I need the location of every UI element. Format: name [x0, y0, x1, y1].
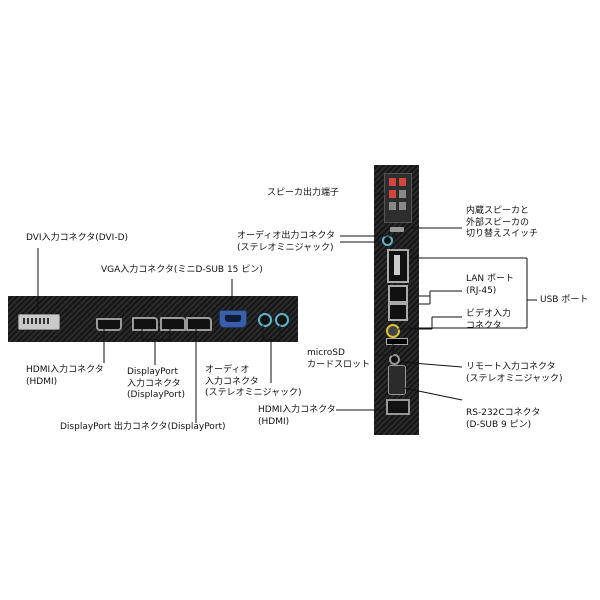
- lan-port: [388, 303, 408, 321]
- speaker-switch: [390, 227, 404, 232]
- speaker-terminal-block: [384, 173, 412, 223]
- displayport-out-label: DisplayPort 出力コネクタ(DisplayPort): [60, 422, 226, 432]
- lan-label: LAN ポート (RJ-45): [466, 274, 514, 296]
- vga-label: VGA入力コネクタ(ミニD-SUB 15 ピン): [101, 265, 263, 275]
- microsd-slot: [386, 338, 408, 345]
- speaker-switch-label: 内蔵スピーカと 外部スピーカの 切り替えスイッチ: [466, 206, 539, 239]
- rs232c-label: RS-232Cコネクタ (D-SUB 9 ピン): [466, 408, 541, 430]
- dvi-port: [18, 314, 60, 330]
- usb-port: [387, 249, 409, 283]
- displayport-out-port: [186, 317, 212, 331]
- remote-in-jack: [389, 354, 400, 365]
- dvi-label: DVI入力コネクタ(DVI-D): [26, 233, 129, 243]
- microsd-label: microSD カードスロット: [307, 348, 371, 370]
- audio-out-label: オーディオ出力コネクタ (ステレオミニジャック): [237, 231, 336, 253]
- displayport-in-label: DisplayPort 入力コネクタ (DisplayPort): [127, 367, 186, 400]
- rs232c-port: [388, 365, 406, 395]
- vga-port: [219, 310, 247, 328]
- video-in-label: ビデオ入力 コネクタ: [466, 309, 512, 331]
- remote-in-label: リモート入力コネクタ (ステレオミニジャック): [466, 362, 563, 384]
- hdmi-in-label: HDMI入力コネクタ (HDMI): [26, 365, 104, 387]
- speaker-out-label: スピーカ出力端子: [267, 188, 340, 198]
- lan-port: [388, 285, 408, 303]
- audio-in-jack: [275, 313, 289, 327]
- video-in-jack: [386, 324, 400, 338]
- displayport-in-port: [160, 317, 186, 331]
- usb-label: USB ポート: [540, 295, 589, 305]
- audio-in-jack: [258, 313, 272, 327]
- displayport-in-port: [132, 317, 158, 331]
- hdmi-port: [96, 318, 122, 331]
- audio-in-label: オーディオ 入力コネクタ (ステレオミニジャック): [205, 365, 302, 398]
- hdmi-side-label: HDMI入力コネクタ (HDMI): [258, 405, 336, 427]
- bottom-connector-panel: [8, 296, 298, 342]
- hdmi-side-port: [386, 399, 410, 415]
